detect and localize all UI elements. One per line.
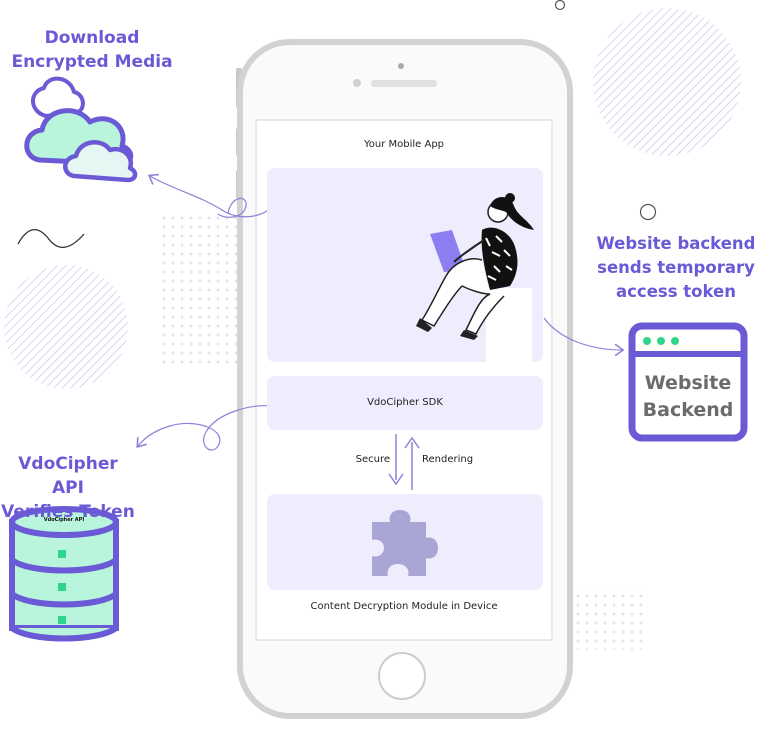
arrow-to-backend: [543, 317, 622, 350]
rendering-arrow-up: [404, 436, 420, 449]
download-heading: Download Encrypted Media: [0, 26, 184, 74]
cdm-label: Content Decryption Module in Device: [310, 601, 498, 612]
backend-heading: Website backend sends temporary access t…: [584, 232, 768, 304]
phone-home-button-icon[interactable]: [378, 652, 426, 700]
api-heading-line2: Verifies Token: [1, 502, 135, 522]
database-icon: [9, 506, 119, 642]
arrow-to-cloud: [150, 176, 279, 218]
backend-box-line2: Backend: [642, 399, 734, 421]
rendering-label: Rendering: [422, 454, 474, 465]
download-heading-line2: Encrypted Media: [11, 52, 173, 72]
squiggle: [17, 229, 85, 248]
backend-box-line1: Website: [644, 372, 732, 394]
dot-grid-bottom-right: [568, 588, 644, 650]
secure-arrow-down: [388, 473, 404, 486]
hatched-circle-left: [4, 265, 128, 389]
backend-heading-line1: Website backend: [596, 234, 756, 253]
arrow-loop-top: [217, 197, 247, 218]
sdk-panel: [267, 376, 543, 430]
small-circle-right: [639, 203, 657, 221]
download-heading-line1: Download: [44, 28, 140, 48]
database-label: VdoCipher API: [43, 517, 85, 523]
secure-label: Secure: [355, 454, 390, 465]
backend-box-label: Website Backend: [632, 370, 744, 424]
small-circle-top: [554, 0, 566, 11]
browser-window-icon: [628, 322, 748, 442]
person-with-laptop-illustration: [416, 193, 534, 362]
app-title: Your Mobile App: [363, 139, 445, 150]
arrow-to-api: [138, 405, 273, 451]
backend-heading-line3: access token: [616, 282, 736, 301]
api-heading: VdoCipher API Verifies Token: [0, 452, 136, 524]
sdk-label: VdoCipher SDK: [367, 397, 443, 408]
hatched-circle-top-right: [593, 8, 741, 156]
backend-heading-line2: sends temporary: [597, 258, 755, 277]
api-heading-line1: VdoCipher API: [18, 454, 118, 498]
cloud-icon: [24, 76, 138, 183]
puzzle-piece-icon: [372, 510, 438, 576]
